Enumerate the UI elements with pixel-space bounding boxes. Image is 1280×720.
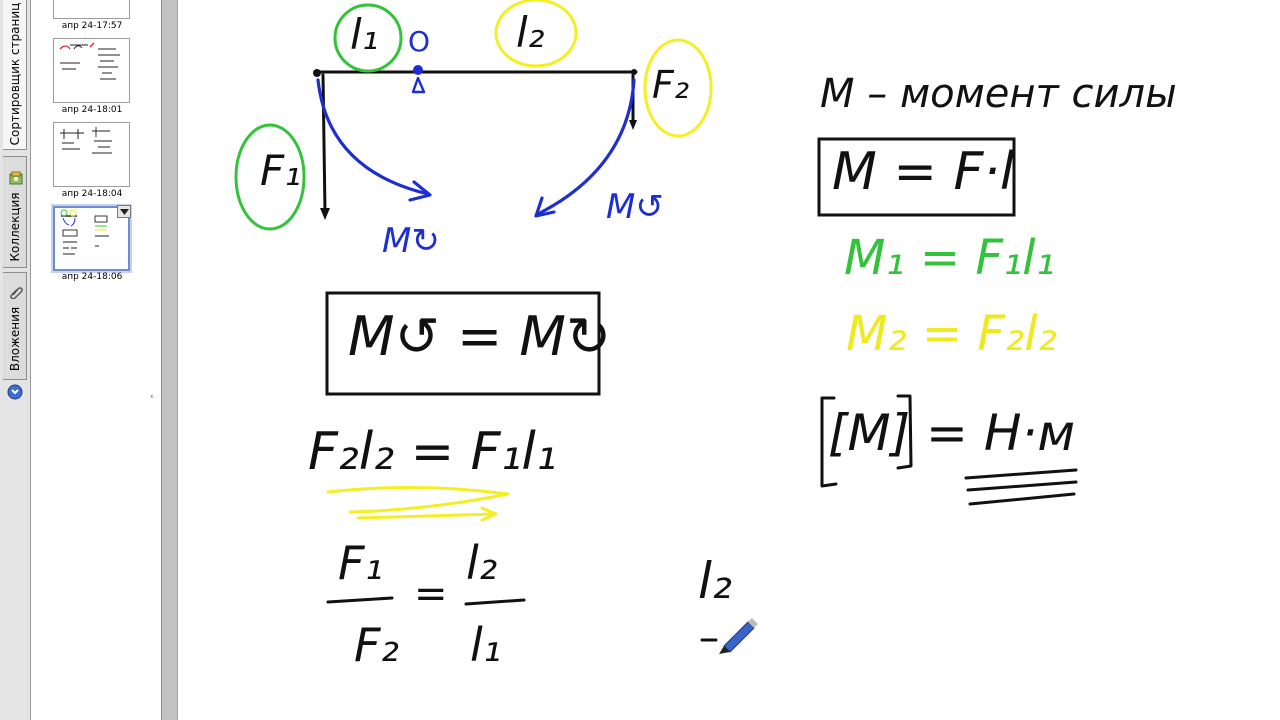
- tab-attachments[interactable]: Вложения: [3, 272, 27, 380]
- force1-highlight: [234, 123, 306, 231]
- ratio-rhs-bar: [464, 598, 526, 606]
- equality-box-text: M↺ = M↻: [348, 305, 612, 368]
- moment1-arrow-head: [408, 180, 432, 202]
- tab-page-sorter-label: Сортировщик страниц: [7, 2, 22, 146]
- gallery-tab-icon: [9, 171, 23, 185]
- tab-gallery-label: Коллекция: [7, 192, 22, 262]
- force2-arrow-head: [629, 120, 637, 130]
- ratio-equals: =: [414, 571, 448, 617]
- moment1-arc: [316, 78, 430, 196]
- page-thumbnail[interactable]: [53, 38, 130, 103]
- side-tab-strip: Сортировщик страниц Коллекция Вложения: [0, 0, 31, 720]
- moment-definition: M – момент силы: [820, 71, 1177, 117]
- thumbnail-timestamp: апр 24-18:06: [61, 272, 123, 282]
- thumbnail-menu-button[interactable]: [117, 205, 131, 218]
- arm1-label: l₁: [350, 10, 379, 59]
- collapse-pane-handle[interactable]: ‹: [150, 392, 154, 402]
- properties-icon[interactable]: [7, 384, 23, 400]
- arm2-label: l₂: [516, 8, 545, 57]
- tab-gallery[interactable]: Коллекция: [3, 156, 27, 268]
- ratio-rhs-numerator: l₂: [466, 536, 498, 590]
- ratio-lhs-bar: [326, 596, 394, 604]
- pivot-point: [413, 65, 423, 75]
- paperclip-icon: [10, 287, 23, 299]
- thumbnail-timestamp: апр 24-17:57: [61, 21, 123, 31]
- dropdown-arrow-icon: [120, 209, 129, 215]
- pane-splitter[interactable]: [161, 0, 178, 720]
- swap-arrow-head: [480, 506, 498, 522]
- thumbnail-timestamp: апр 24-18:04: [61, 189, 123, 199]
- tab-attachments-label: Вложения: [7, 306, 22, 371]
- ink-layer: [234, 0, 1078, 654]
- ratio-lhs-numerator: F₁: [338, 536, 383, 590]
- moment1-formula: M₁ = F₁l₁: [844, 230, 1055, 286]
- moment2-arrow-head: [534, 196, 556, 218]
- pivot-label: O: [408, 25, 431, 58]
- unit-underline: [964, 468, 1078, 506]
- swap-arrow-line: [356, 512, 496, 520]
- page-thumbnail[interactable]: [53, 0, 130, 19]
- ratio-rhs-denominator: l₁: [470, 618, 502, 672]
- page-thumbnail[interactable]: [53, 122, 130, 187]
- unit-bracket-left: [820, 396, 838, 488]
- formula-box-frame: [817, 137, 1016, 217]
- arm1-highlight: [333, 3, 403, 73]
- moment2-label: M↺: [606, 187, 664, 227]
- force1-label: F₁: [260, 146, 301, 195]
- equality-box-frame: [325, 291, 601, 396]
- lever-equation: F₂l₂ = F₁l₁: [308, 422, 557, 482]
- arm2-highlight: [494, 0, 578, 68]
- stray-arm-label: l₂: [698, 552, 732, 610]
- lever-end-left: [313, 69, 321, 77]
- force1-arrow-head: [320, 208, 330, 220]
- swap-underline: [326, 485, 510, 514]
- pivot-support: [411, 76, 426, 94]
- tab-page-sorter[interactable]: Сортировщик страниц: [3, 0, 27, 150]
- whiteboard-canvas[interactable]: l₁ O l₂ F₁ F₂ M↻ M↺ M↺ = M↻ F₂l₂ = F₁l₁ …: [178, 0, 1280, 720]
- moment1-label: M↻: [382, 221, 440, 261]
- moment2-formula: M₂ = F₂l₂: [846, 306, 1057, 362]
- page-sorter-pane: апр 24-17:57 апр 24-18:01 апр 24-18:04: [31, 0, 161, 720]
- thumbnail-preview: [60, 127, 112, 154]
- moment-formula: M = F·l: [832, 142, 1015, 202]
- ratio-lhs-denominator: F₂: [354, 618, 399, 672]
- force2-highlight: [643, 38, 713, 138]
- force2-label: F₂: [652, 63, 690, 107]
- pen-cursor-icon: [719, 618, 758, 654]
- thumbnail-preview: [60, 209, 109, 255]
- thumbnail-timestamp: апр 24-18:01: [61, 105, 123, 115]
- thumbnail-preview: [59, 42, 120, 80]
- moment-unit: [M] = Н·м: [828, 404, 1076, 462]
- force1-arrow-shaft: [321, 73, 327, 214]
- moment2-arc: [536, 78, 636, 216]
- unit-bracket-right: [896, 394, 913, 470]
